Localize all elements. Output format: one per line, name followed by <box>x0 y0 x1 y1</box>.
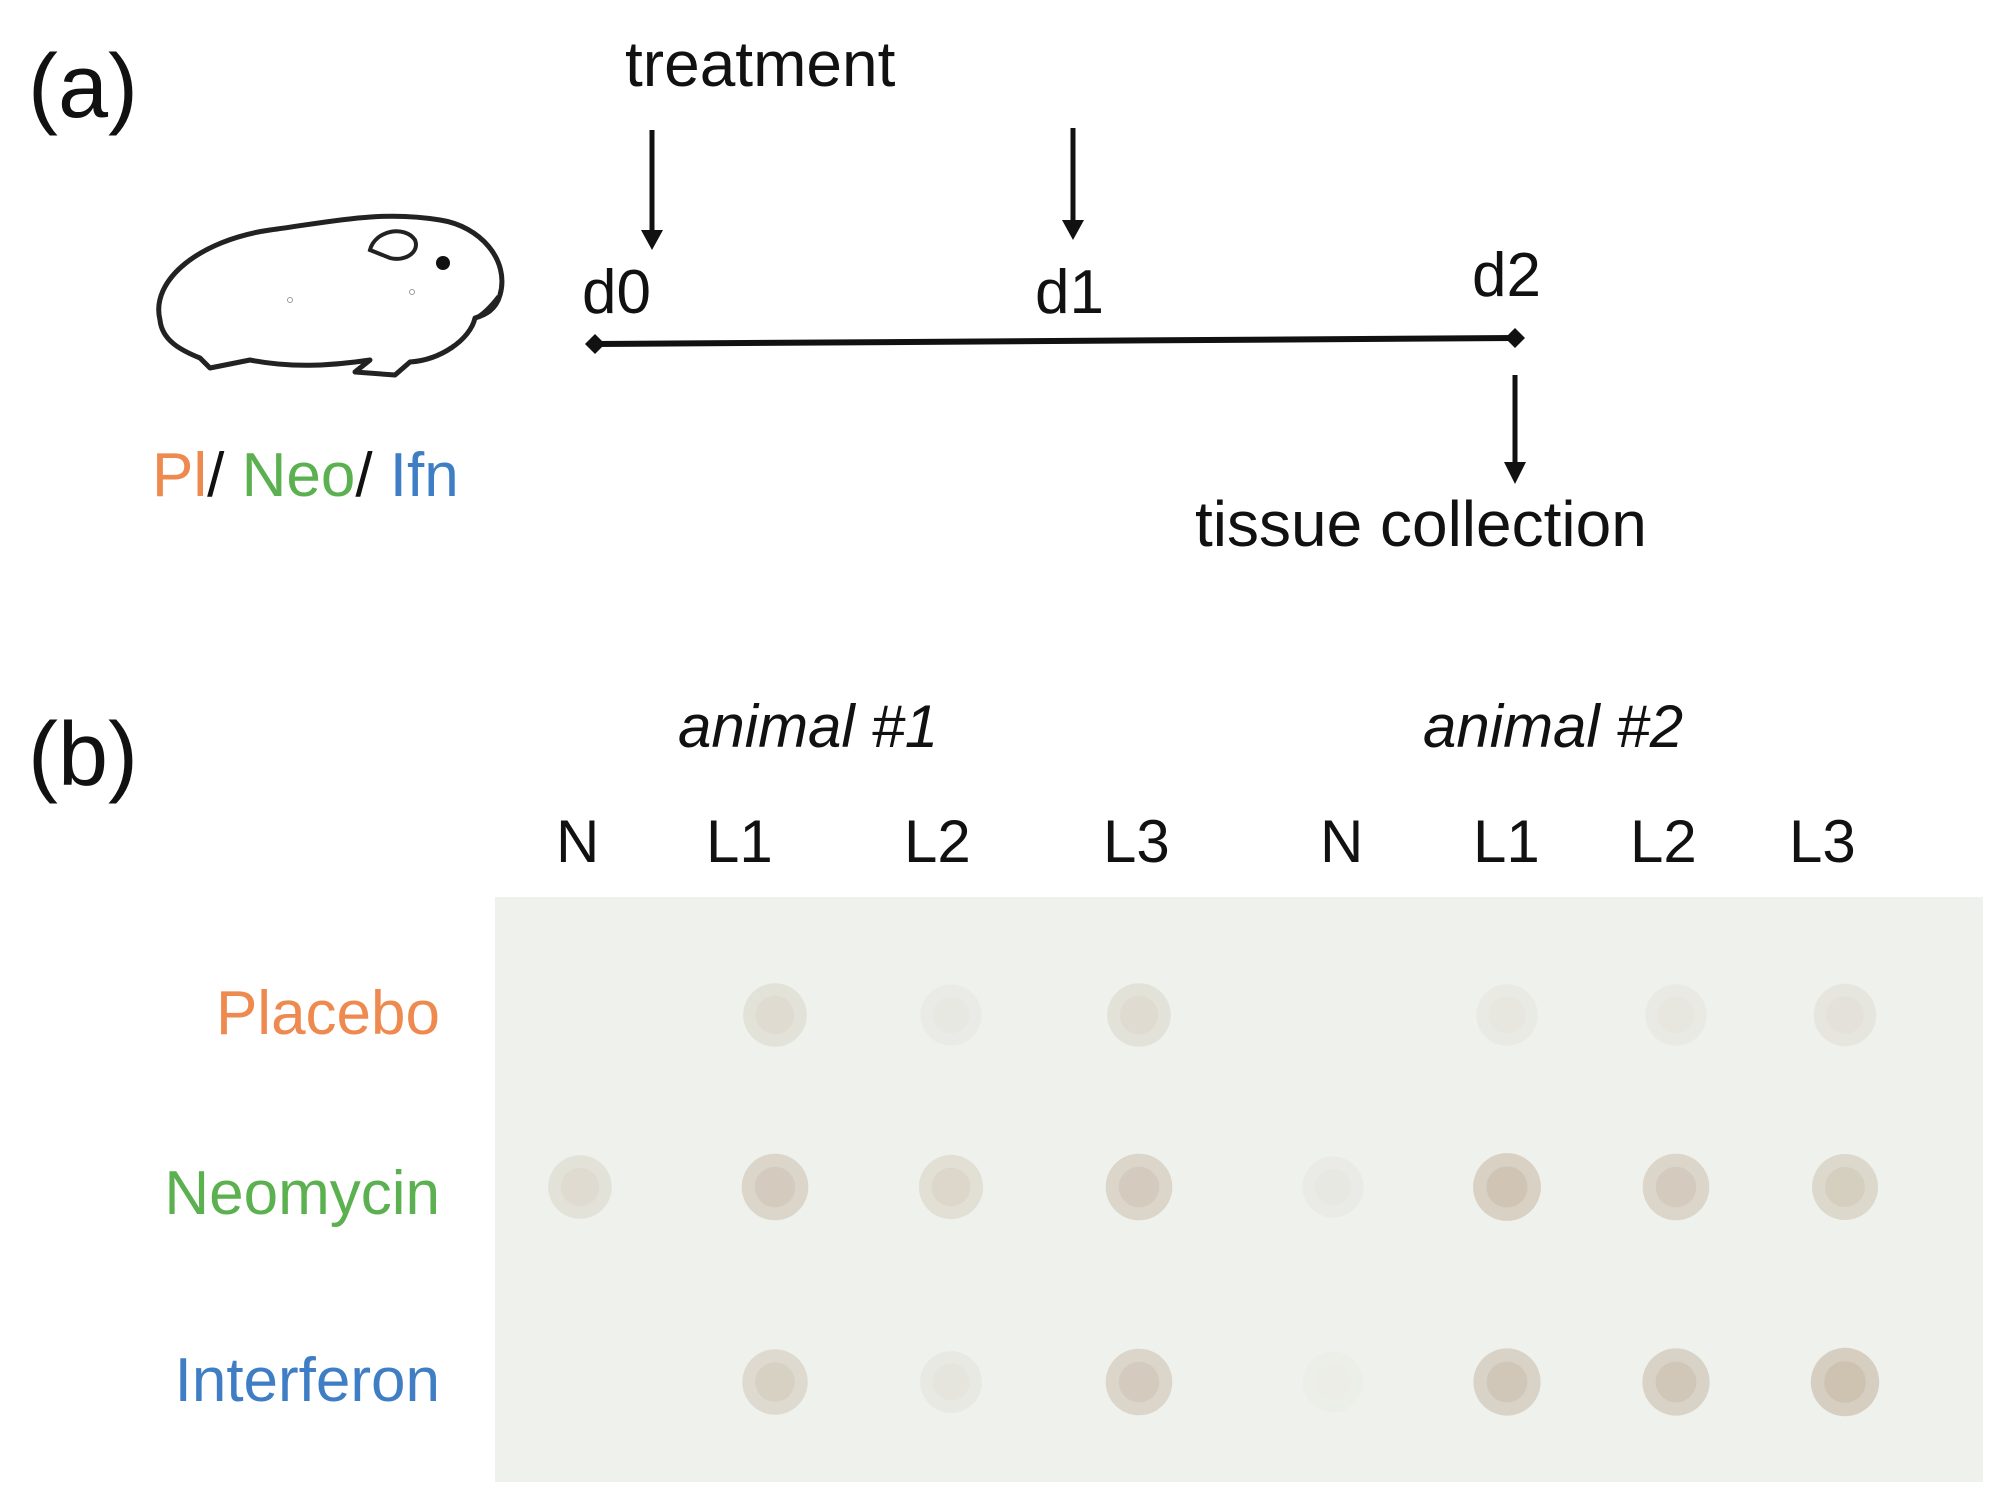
group-neomycin-abbr: Neo <box>241 441 356 510</box>
blot-dot-core <box>1825 1167 1865 1207</box>
panel-a-label: (a) <box>28 37 138 137</box>
guinea-pig-illustration <box>156 213 505 378</box>
blot-dot-core <box>1119 995 1159 1035</box>
day-label-d2: d2 <box>1472 241 1541 310</box>
blot-dot <box>1105 1153 1173 1221</box>
blot-dot-core <box>755 1362 795 1402</box>
group-separator: / <box>207 441 242 510</box>
blot-dot-core <box>1486 1166 1528 1208</box>
day-label-d1: d1 <box>1035 258 1104 327</box>
lane-label: N <box>556 808 600 875</box>
blot-dot-core <box>931 1167 971 1207</box>
blot-dot-core <box>1489 997 1526 1034</box>
blot-dot-core <box>1315 1364 1351 1400</box>
lane-label: L1 <box>706 808 773 875</box>
blot-dot <box>920 984 982 1046</box>
lane-label: L1 <box>1473 808 1540 875</box>
blot-dot <box>920 1351 982 1413</box>
blot-dot <box>1642 1153 1710 1221</box>
row-label-interferon: Interferon <box>174 1346 440 1415</box>
blot-dot <box>548 1155 612 1219</box>
blot-dot <box>1476 984 1538 1046</box>
blot-dot <box>918 1154 984 1220</box>
dot-blot-dots <box>548 983 1880 1417</box>
blot-dot-core <box>755 995 795 1035</box>
row-label-placebo: Placebo <box>215 979 440 1048</box>
blot-dot <box>1813 983 1877 1047</box>
blot-dot <box>1107 983 1171 1047</box>
animal-2-label: animal #2 <box>1423 693 1684 760</box>
blot-dot-core <box>1486 1361 1528 1403</box>
group-interferon-abbr: Ifn <box>389 441 459 510</box>
timeline-diagram <box>585 128 1526 484</box>
panel-b-label: (b) <box>28 705 138 805</box>
blot-dot <box>1105 1348 1173 1416</box>
lane-label: L3 <box>1103 808 1170 875</box>
blot-dot-core <box>1655 1166 1697 1208</box>
day-label-d0: d0 <box>582 258 651 327</box>
blot-dot-core <box>932 1363 969 1400</box>
blot-dot-core <box>1315 1169 1352 1206</box>
blot-dot-core <box>933 997 970 1034</box>
blot-dot-core <box>560 1167 600 1207</box>
row-label-neomycin: Neomycin <box>164 1159 440 1228</box>
blot-dot-core <box>1118 1361 1160 1403</box>
lane-label: L2 <box>904 808 971 875</box>
treatment-groups-legend: Pl/ Neo/ Ifn <box>152 445 459 507</box>
blot-dot <box>741 1153 809 1221</box>
blot-dot-core <box>754 1166 796 1208</box>
tissue-collection-label: tissue collection <box>1195 488 1647 560</box>
blot-dot-core <box>1826 996 1864 1034</box>
blot-dot <box>1473 1348 1541 1416</box>
blot-dot-core <box>1655 1361 1697 1403</box>
lane-label: N <box>1320 808 1364 875</box>
blot-dot <box>742 1349 808 1415</box>
blot-dot <box>1642 1348 1710 1416</box>
animal-1-label: animal #1 <box>678 693 939 760</box>
lane-label: L2 <box>1630 808 1697 875</box>
blot-dot-core <box>1658 997 1695 1034</box>
blot-dot-core <box>1118 1166 1160 1208</box>
blot-dot-core <box>1824 1361 1866 1403</box>
blot-dot <box>1302 1156 1364 1218</box>
blot-dot <box>1645 984 1707 1046</box>
treatment-label: treatment <box>625 28 896 100</box>
blot-dot <box>1810 1347 1880 1417</box>
timeline-axis <box>594 335 1516 347</box>
dot-blot-membrane <box>495 897 1983 1482</box>
blot-dot <box>1473 1153 1541 1221</box>
group-separator: / <box>355 441 390 510</box>
group-placebo-abbr: Pl <box>152 441 208 510</box>
lane-label: L3 <box>1789 808 1856 875</box>
blot-dot <box>1812 1154 1878 1220</box>
blot-dot <box>743 983 807 1047</box>
